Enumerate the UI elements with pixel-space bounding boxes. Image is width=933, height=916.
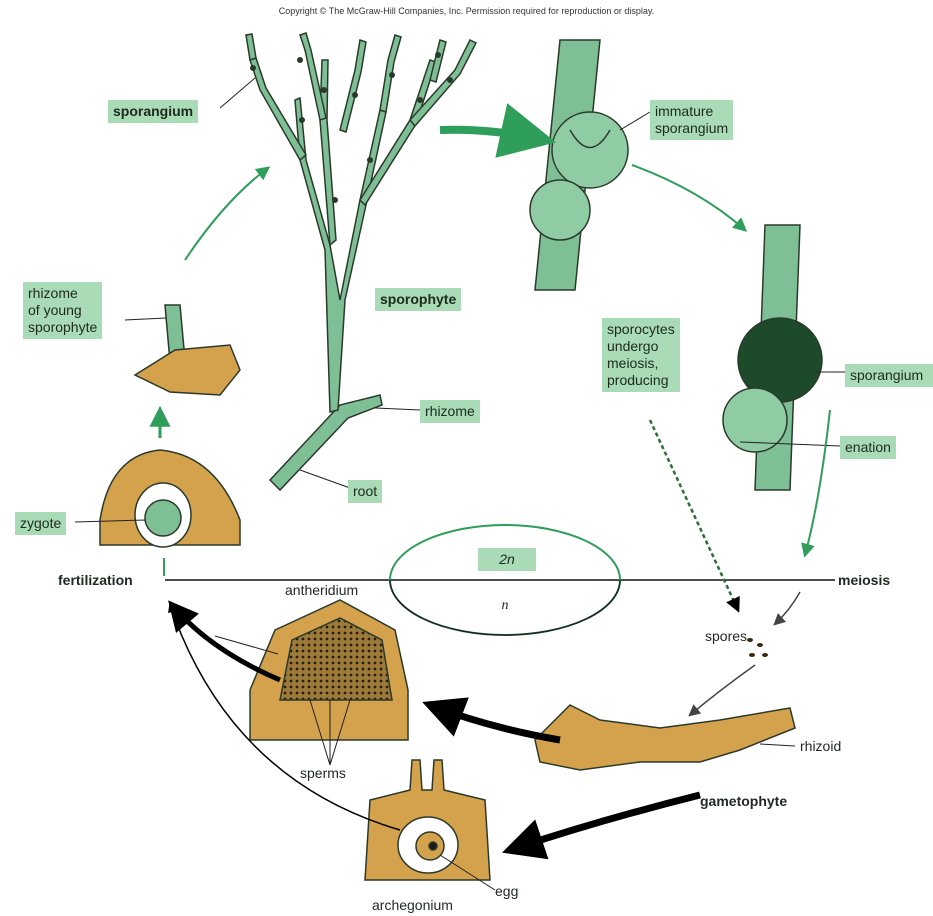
label-sporangium-right: sporangium xyxy=(845,364,933,387)
arrow-to-immature xyxy=(440,130,545,140)
label-enation: enation xyxy=(840,436,896,459)
label-rhizome-young: rhizome of young sporophyte xyxy=(23,282,102,339)
label-antheridium: antheridium xyxy=(285,582,358,599)
label-fertilization: fertilization xyxy=(58,572,133,589)
label-sporangium-top: sporangium xyxy=(108,100,198,123)
label-egg: egg xyxy=(495,883,518,900)
label-root: root xyxy=(348,480,382,503)
label-sporocytes: sporocytes undergo meiosis, producing xyxy=(602,318,680,392)
label-immature-sporangium: immature sporangium xyxy=(650,100,733,140)
label-2n: 2n xyxy=(478,548,536,571)
arrow-spores-gametophyte xyxy=(690,665,755,715)
arrow-meiosis-spores xyxy=(775,592,800,624)
label-spores: spores xyxy=(705,628,747,645)
arrow-sporocytes-dashed xyxy=(650,420,738,610)
mature-sporangium-art xyxy=(723,225,822,490)
immature-sporangium-art xyxy=(530,40,628,290)
gametophyte-art xyxy=(535,705,795,770)
arrow-to-archegonium xyxy=(510,795,700,850)
arrow-to-mature xyxy=(632,165,745,230)
antheridium-art xyxy=(250,600,408,740)
label-n: n xyxy=(475,598,535,614)
label-sperms: sperms xyxy=(300,765,346,782)
label-sporophyte: sporophyte xyxy=(375,288,461,311)
spores-art xyxy=(747,638,768,657)
sporangia-dots xyxy=(250,52,453,203)
label-archegonium: archegonium xyxy=(372,897,453,914)
label-zygote: zygote xyxy=(15,512,66,535)
arrow-to-meiosis xyxy=(805,410,830,555)
label-rhizome: rhizome xyxy=(420,400,480,423)
label-rhizoid: rhizoid xyxy=(800,738,841,755)
arrow-to-antheridium xyxy=(430,705,560,740)
zygote-art xyxy=(100,450,240,547)
arrow-to-sporophyte xyxy=(185,168,268,260)
archegonium-art xyxy=(365,760,490,880)
label-meiosis: meiosis xyxy=(838,572,890,589)
label-gametophyte: gametophyte xyxy=(700,793,787,810)
